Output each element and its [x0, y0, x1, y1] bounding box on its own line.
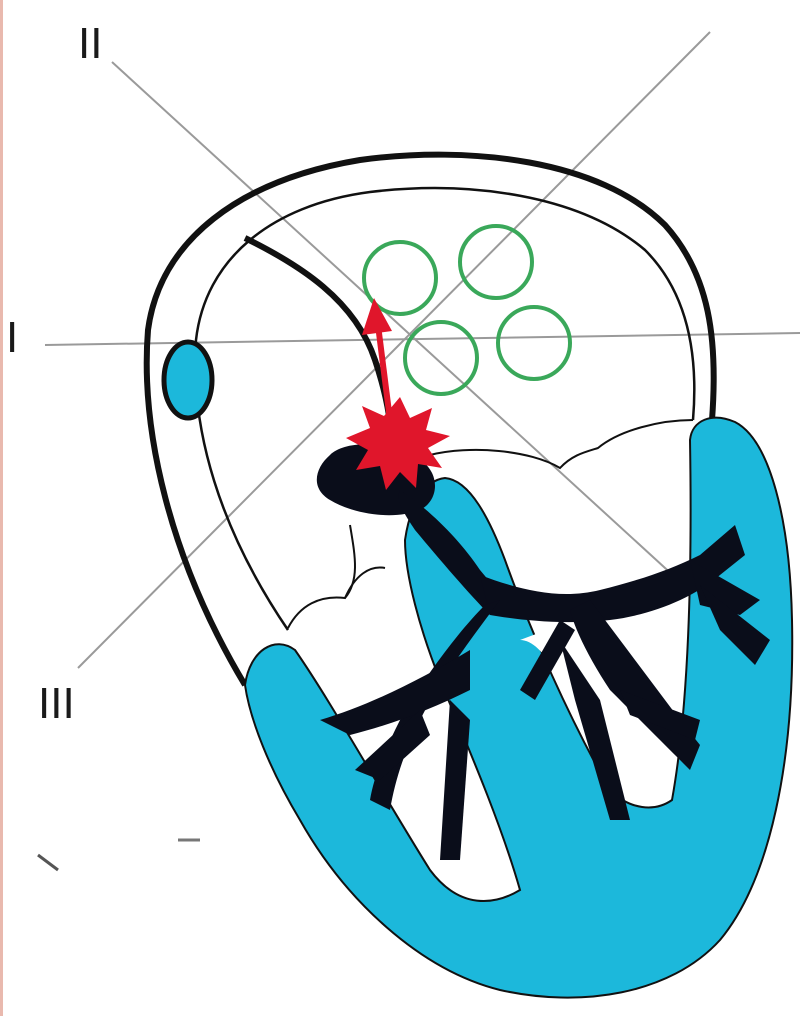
mitral-valve-line — [430, 420, 693, 468]
sinus-node — [164, 342, 212, 418]
stray-mark — [38, 855, 58, 870]
ventricular-myocardium — [245, 418, 792, 998]
atrial-cell — [460, 226, 532, 298]
lead-I-axis — [45, 333, 800, 345]
lead-II-label: II — [78, 19, 102, 68]
lead-I-label: I — [6, 313, 18, 362]
atrial-cells — [364, 226, 570, 394]
lead-III-label: III — [38, 679, 75, 728]
tricuspid-valve-line — [288, 567, 385, 628]
lead-II-axis — [112, 62, 700, 600]
atrial-cell — [498, 307, 570, 379]
atrial-cell — [405, 322, 477, 394]
